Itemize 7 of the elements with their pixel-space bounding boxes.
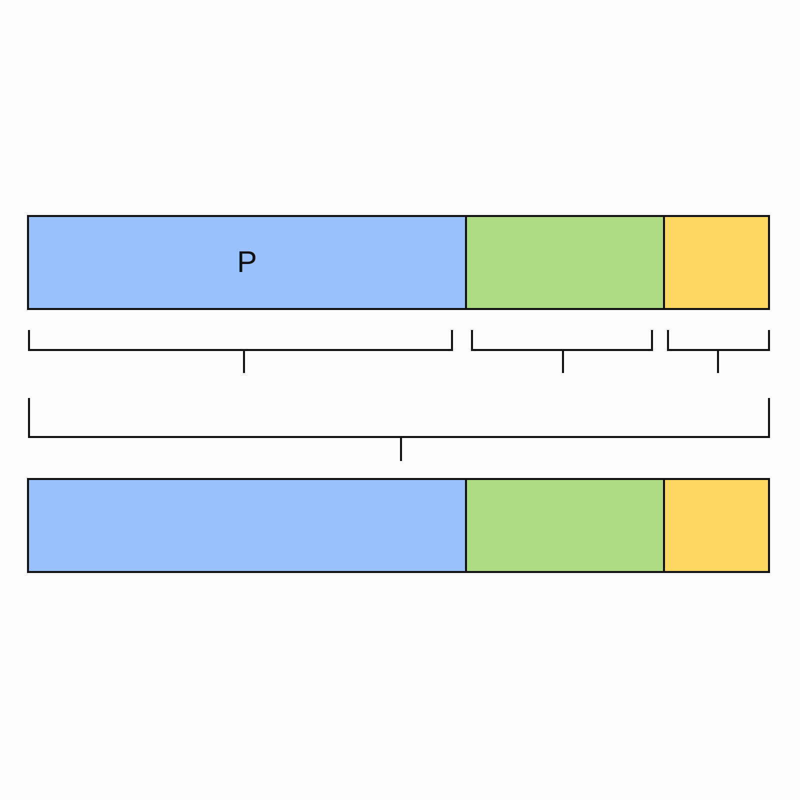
segment-label: P	[236, 248, 257, 278]
bar-segment	[663, 215, 770, 310]
bar-segment	[663, 478, 770, 573]
bar-segment	[27, 215, 467, 310]
bar-segment	[465, 215, 665, 310]
bar-segment	[27, 478, 467, 573]
bar-segment	[465, 478, 665, 573]
